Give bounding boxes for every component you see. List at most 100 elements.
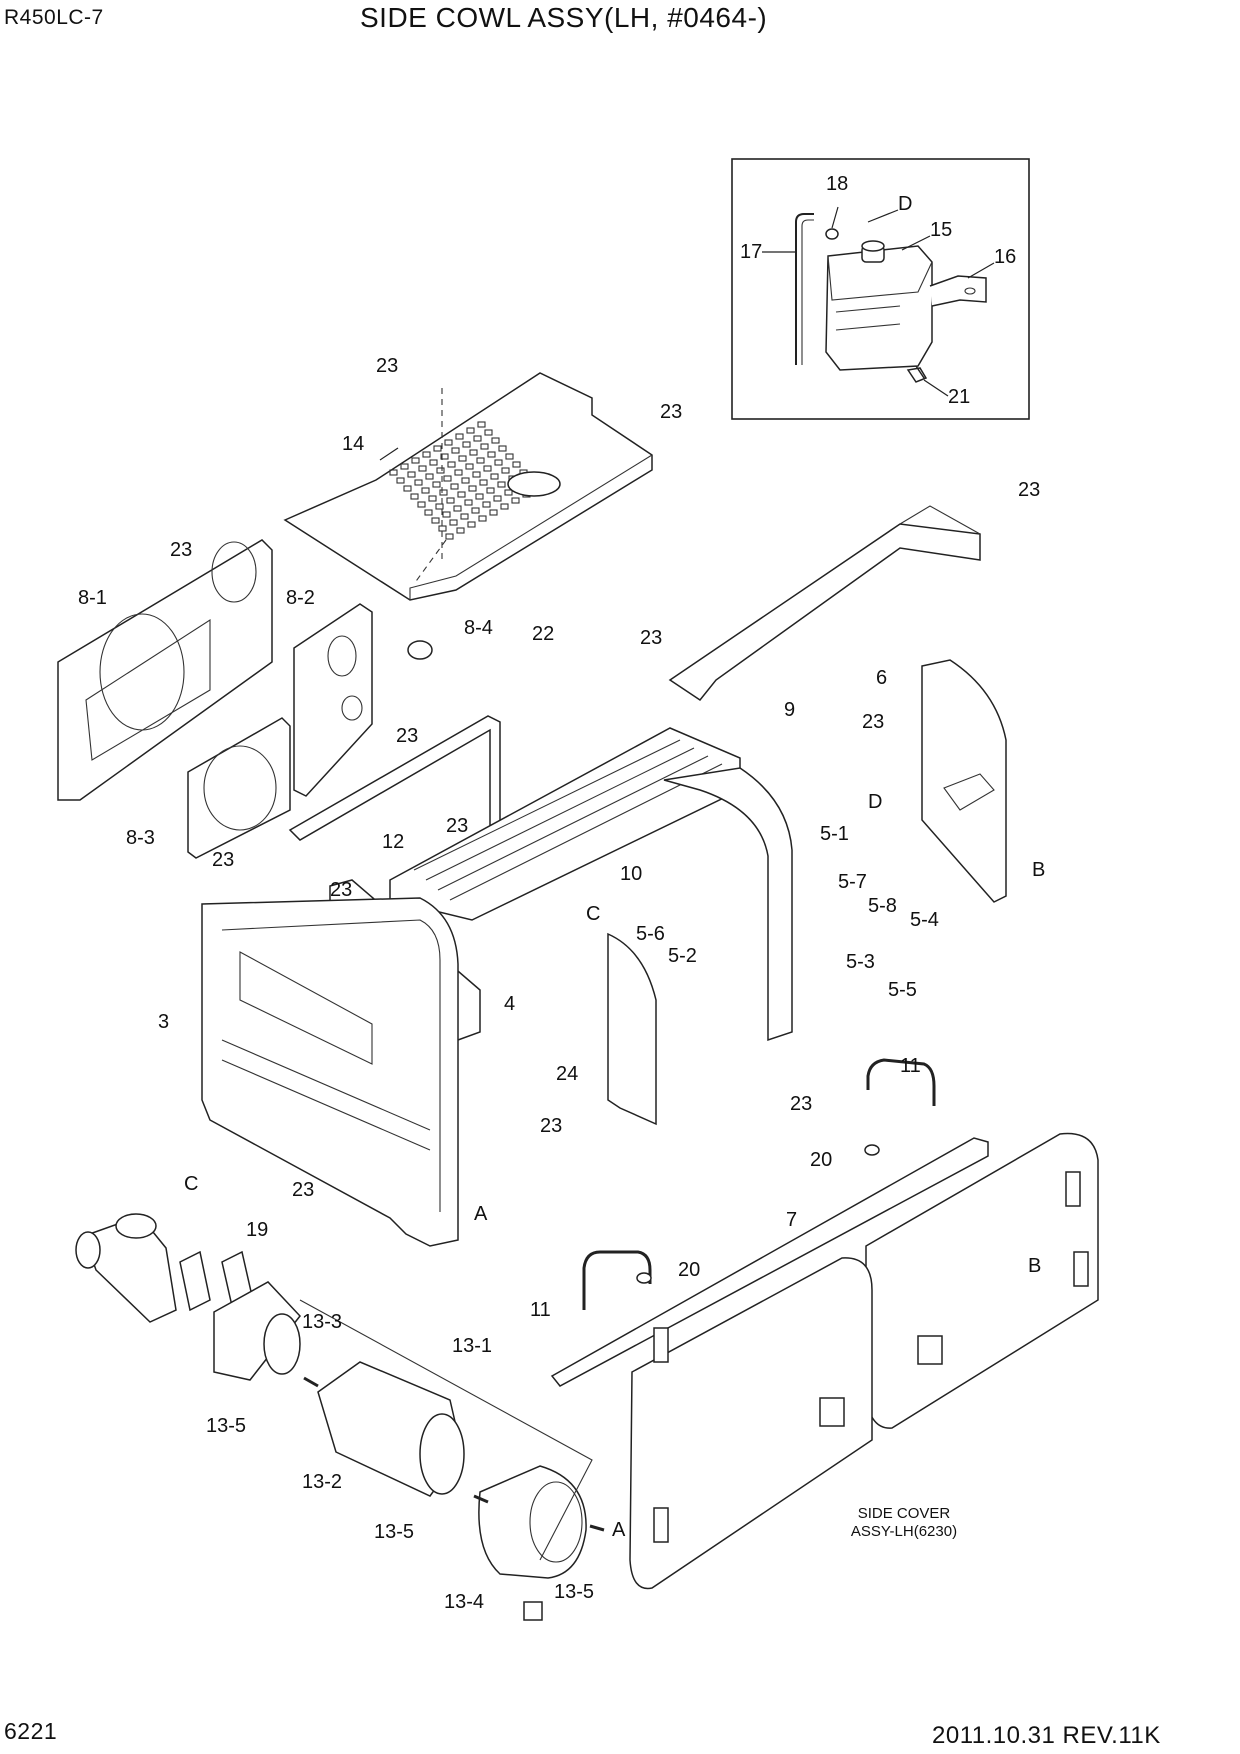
side-cover-front [629,1257,873,1590]
grill-slot [425,473,434,480]
callout-c5_2: 5-2 [668,945,697,967]
top-cover-hole [507,471,561,497]
callout-cA2: A [612,1519,626,1541]
tray-10-slats [413,739,723,901]
callout-c23m: 23 [292,1179,314,1201]
rail-7 [550,1137,989,1387]
grill-slot [500,503,509,510]
leader-18 [831,206,839,229]
top-cover-14-group [283,372,653,601]
tank-cap-top [861,240,885,252]
callout-c23d: 23 [170,539,192,561]
callout-c8_1: 8-1 [78,587,107,609]
grill-slot [464,499,473,506]
leader-16 [967,262,995,279]
callout-cB1: B [1032,859,1045,881]
grill-slot [418,465,427,472]
leader-15 [901,235,931,251]
cap-8-4 [407,640,433,660]
grill-slot [478,515,487,522]
rail-9-lip [899,505,981,535]
plate-8-1-frame [85,618,211,761]
grill-slot [477,421,486,428]
grill-slot [455,433,464,440]
inset-reservoir-group [731,158,1030,420]
callout-c19: 19 [246,1219,268,1241]
page-title: SIDE COWL ASSY(LH, #0464-) [360,2,768,33]
grill-slot [493,495,502,502]
plate-8-1-opening-2 [211,541,257,603]
callout-cC1: C [586,903,600,925]
grill-slot [407,471,416,478]
callout-cA1: A [474,1203,488,1225]
grill-slot [414,479,423,486]
grommet-20-bottom [636,1272,652,1284]
hinge-top [1065,1171,1081,1207]
inset-frame [731,158,1030,420]
tank-level-marks [835,305,901,331]
grill-slot [449,519,458,526]
bracket-lines-13 [299,1299,593,1561]
grill-slot [461,477,470,484]
plate-8-2-hole-2 [341,695,363,721]
main-assembly-group [57,505,1007,1387]
grill-slot [422,451,431,458]
callout-c22: 22 [532,623,554,645]
grill-slot [417,501,426,508]
pad-8-3-hole [203,745,277,831]
callout-c24: 24 [556,1063,578,1085]
grill-slot [471,507,480,514]
grill-slot [465,463,474,470]
bracket-slot [964,287,976,295]
arch-5-1 [663,767,793,1042]
grill-slot [389,469,398,476]
grill-slot [486,487,495,494]
frame-3-window [239,951,373,1065]
clip-18 [825,228,839,240]
grill-slot [410,493,419,500]
grill-slot [457,491,466,498]
grill-slot [498,445,507,452]
bracket-16 [929,275,987,307]
model-name: R450LC-7 [4,6,104,29]
grill-slot [433,445,442,452]
grill-slot [491,437,500,444]
grill-slot [469,449,478,456]
inset-note-line-1: SIDE COVER [858,1505,951,1522]
callout-c5_4: 5-4 [910,909,939,931]
callout-c6: 6 [876,667,887,689]
latch-front [819,1397,845,1427]
grill-slot [505,453,514,460]
grill-slot [475,493,484,500]
callout-c23a: 23 [376,355,398,377]
grill-slot [472,471,481,478]
frame-3-inner [221,919,441,1212]
callout-c23l: 23 [540,1115,562,1137]
bolt-21 [906,365,928,383]
grill-slot [428,495,437,502]
callout-c8_2: 8-2 [286,587,315,609]
grill-slot [467,521,476,528]
grill-slot [403,485,412,492]
cover-hidden-line [413,539,447,585]
panel-6 [921,659,1007,903]
grill-slot [462,441,471,448]
callout-c17: 17 [740,241,762,263]
grill-slot [396,477,405,484]
grill-slot [460,513,469,520]
grill-slot [468,485,477,492]
leader-14 [379,447,399,461]
latch-rear [917,1335,943,1365]
callout-c13_1: 13-1 [452,1335,492,1357]
grill-slot [440,453,449,460]
grill-slot [490,473,499,480]
callout-c5_6: 5-6 [636,923,665,945]
grill-slot [446,497,455,504]
callout-c20b: 20 [678,1259,700,1281]
callout-c16: 16 [994,246,1016,268]
grill-slot [421,487,430,494]
hinge-b [1073,1251,1089,1287]
air-cleaner-outlet [75,1231,101,1269]
callout-c13_5a: 13-5 [206,1415,246,1437]
